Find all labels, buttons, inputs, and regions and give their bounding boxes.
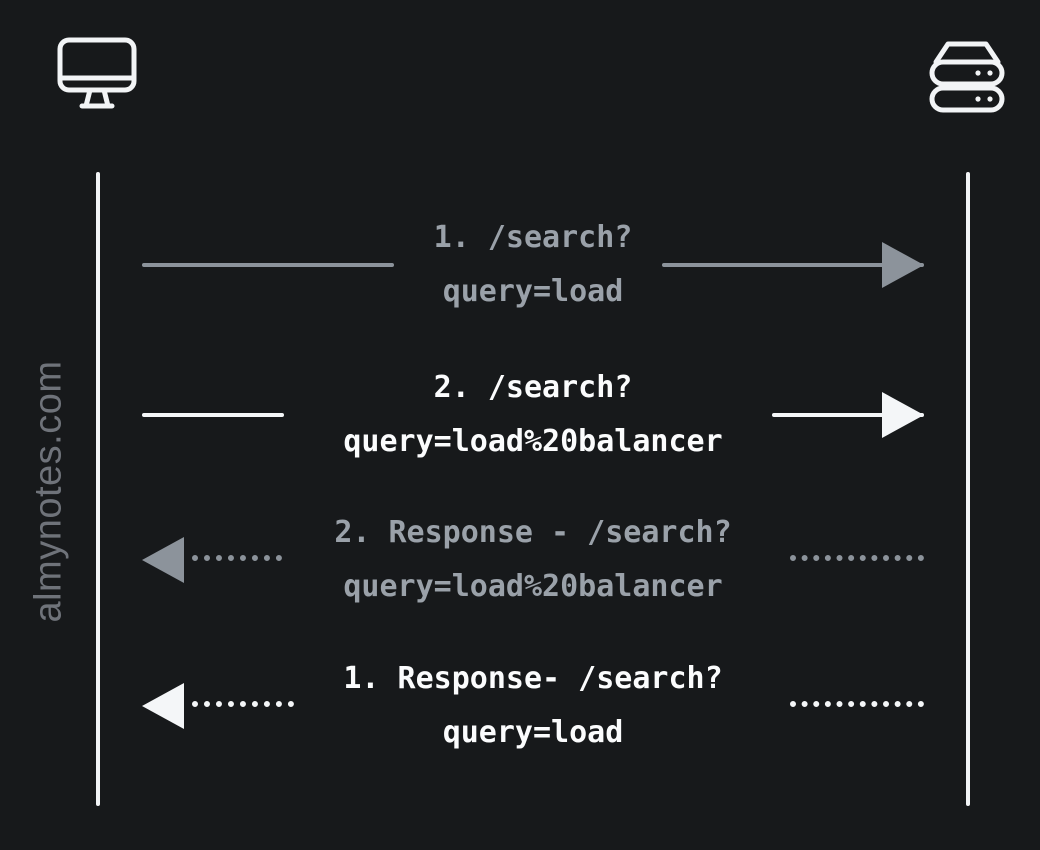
message-2-line-right xyxy=(772,413,924,417)
message-2-arrowhead xyxy=(882,392,924,438)
message-3-line-right xyxy=(790,555,924,561)
message-1-line-right xyxy=(662,263,924,267)
message-4-label-line1: 1. Response- /search? xyxy=(343,661,723,696)
message-3-arrowhead xyxy=(142,537,184,583)
message-1-arrowhead xyxy=(882,242,924,288)
message-2-label-line2: query=load%20balancer xyxy=(343,424,723,459)
message-2-label-line1: 2. /search? xyxy=(433,370,633,405)
message-2-line-left xyxy=(142,413,284,417)
message-1-line-left xyxy=(142,263,394,267)
desktop-monitor-icon xyxy=(52,28,142,118)
message-1-label-line2: query=load xyxy=(442,274,624,309)
message-1-label-line1: 1. /search? xyxy=(433,220,633,255)
message-3-label-line2: query=load%20balancer xyxy=(343,569,723,604)
lifeline-server xyxy=(966,172,970,806)
message-4-line-right xyxy=(790,701,924,707)
message-4-arrowhead xyxy=(142,683,184,729)
message-4-label-line2: query=load xyxy=(442,715,624,750)
server-database-icon xyxy=(922,28,1012,118)
message-3-line-left xyxy=(192,555,282,561)
message-3-label-line1: 2. Response - /search? xyxy=(334,515,732,550)
watermark-text: almynotes.com xyxy=(27,360,70,623)
lifeline-client xyxy=(96,172,100,806)
message-4-line-left xyxy=(192,701,294,707)
